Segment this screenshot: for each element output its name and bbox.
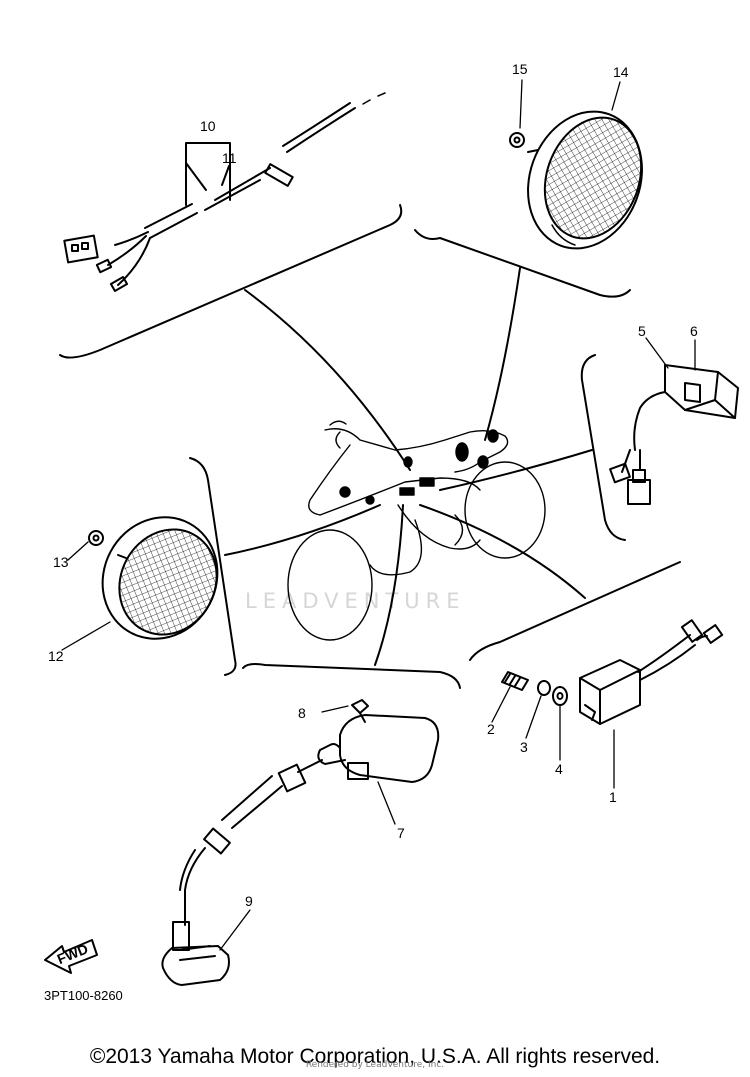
callout-15: 15 (512, 61, 528, 77)
callout-1: 1 (609, 789, 617, 805)
front-reflector (88, 516, 219, 640)
callout-7: 7 (397, 825, 405, 841)
leader-lines (224, 267, 593, 666)
callout-14: 14 (613, 64, 629, 80)
fwd-arrow-icon: FWD (44, 939, 98, 974)
copyright-notice: ©2013 Yamaha Motor Corporation, U.S.A. A… (89, 1045, 661, 1068)
callout-2: 2 (487, 721, 495, 737)
callout-13: 13 (53, 554, 69, 570)
callout-leaders (61, 79, 696, 951)
rendered-by-notice: Rendered by LeadVenture, Inc. (305, 1060, 445, 1070)
cdi-unit (501, 619, 724, 725)
bracket-lines (59, 204, 681, 689)
motorcycle-frame (287, 420, 546, 641)
callout-8: 8 (298, 705, 306, 721)
callout-4: 4 (555, 761, 563, 777)
watermark: LEADVENTURE (245, 589, 466, 613)
diagram-code: 3PT100-8260 (44, 988, 123, 1003)
callout-11: 11 (222, 150, 237, 166)
callout-6: 6 (690, 323, 698, 339)
ignition-coil (161, 699, 440, 986)
relay-unit (609, 364, 739, 505)
callout-12: 12 (48, 648, 64, 664)
callout-5: 5 (638, 323, 646, 339)
callout-3: 3 (520, 739, 528, 755)
callout-9: 9 (245, 893, 253, 909)
callout-numbers: 1 2 3 4 5 6 7 8 9 10 11 12 13 14 15 (48, 61, 698, 909)
callout-10: 10 (200, 118, 216, 134)
rear-reflector (509, 110, 643, 250)
wire-harness (63, 92, 386, 292)
